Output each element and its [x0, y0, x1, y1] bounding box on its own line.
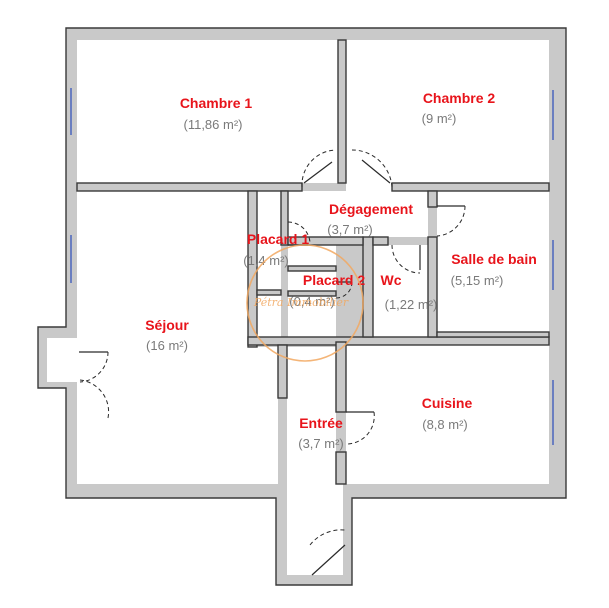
room-name-chambre-2: Chambre 2	[423, 90, 496, 106]
room-name-placard-2: Placard 2	[303, 272, 365, 288]
room-name-wc: Wc	[381, 272, 402, 288]
room-floors	[47, 40, 549, 575]
room-area-chambre-2: (9 m²)	[422, 111, 457, 126]
room-name-salle-de-bain: Salle de bain	[451, 251, 537, 267]
wall-sdb-left	[427, 190, 438, 208]
floor-cuisine	[346, 342, 549, 484]
wall-entree-right-low	[335, 451, 347, 485]
door-placard1-swing	[287, 221, 311, 244]
wall-chambre1-bottom	[76, 182, 303, 192]
room-area-cuisine: (8,8 m²)	[422, 417, 468, 432]
room-name-chambre-1: Chambre 1	[180, 95, 253, 111]
room-area-entree: (3,7 m²)	[298, 436, 344, 451]
wall-mid-horizontal	[247, 336, 550, 346]
door-wc-swing	[391, 244, 421, 274]
room-area-degagement: (3,7 m²)	[327, 222, 373, 237]
doors	[79, 149, 466, 576]
wall-sejour-right	[247, 190, 258, 348]
room-labels: Chambre 1 (11,86 m²) Chambre 2 (9 m²) Dé…	[145, 90, 537, 451]
watermark-ring	[246, 244, 364, 362]
wall-placard1-right	[280, 190, 289, 246]
wall-entree-right	[335, 341, 347, 413]
wall-placard1-shelf	[256, 289, 282, 296]
door-cuisine-swing	[345, 411, 375, 445]
door-placard2-swing	[335, 281, 353, 299]
watermark-text: Pétra Immobilier	[253, 296, 349, 309]
partition-walls	[76, 39, 550, 485]
floor-degagement-step	[346, 183, 406, 193]
room-area-salle-de-bain: (5,15 m²)	[451, 273, 504, 288]
room-name-placard-1: Placard 1	[247, 231, 309, 247]
door-chambre2-swing	[351, 149, 393, 188]
door-sdb-swing	[436, 205, 466, 237]
floor-wc	[373, 245, 428, 337]
room-name-sejour: Séjour	[145, 317, 189, 333]
wall-wc-left	[362, 236, 374, 338]
room-area-chambre-1: (11,86 m²)	[184, 117, 243, 132]
room-area-sejour: (16 m²)	[146, 338, 188, 353]
wall-chambre2-bottom	[391, 182, 550, 192]
floor-degagement	[288, 191, 428, 237]
wall-wc-top	[372, 236, 389, 246]
door-chambre1-leaf	[303, 161, 333, 184]
floor-sejour	[77, 191, 248, 484]
room-name-entree: Entrée	[299, 415, 343, 431]
room-name-cuisine: Cuisine	[422, 395, 473, 411]
floor-sejour-bay	[47, 338, 79, 382]
floor-entree-corridor	[287, 484, 343, 575]
floor-sejour-entree-link	[248, 347, 278, 484]
floor-salle-de-bain	[437, 191, 549, 332]
room-area-wc: (1,22 m²)	[385, 297, 438, 312]
room-name-degagement: Dégagement	[329, 201, 413, 217]
windows	[70, 88, 554, 445]
room-area-placard-2: (0,4 m²)	[289, 294, 335, 309]
wall-chambres-divider	[337, 39, 347, 184]
door-chambre2-leaf	[361, 159, 391, 184]
wall-entree-left	[277, 344, 288, 399]
door-chambre1-swing	[301, 149, 337, 188]
wall-sdb-left-low	[427, 236, 438, 338]
door-sejour-bay-swing-a	[79, 351, 109, 383]
floor-chambre-1	[77, 40, 338, 183]
wall-degagement-bottom	[287, 236, 364, 246]
floor-chambre-2	[346, 40, 549, 183]
wall-placard2-shelf-a	[287, 265, 337, 272]
wall-sdb-bottom	[436, 331, 550, 338]
door-entrance-leaf	[311, 544, 346, 576]
door-entrance-swing	[309, 529, 346, 546]
watermark-logo: Pétra Immobilier	[246, 244, 364, 362]
wall-placard2-shelf-b	[287, 290, 337, 297]
